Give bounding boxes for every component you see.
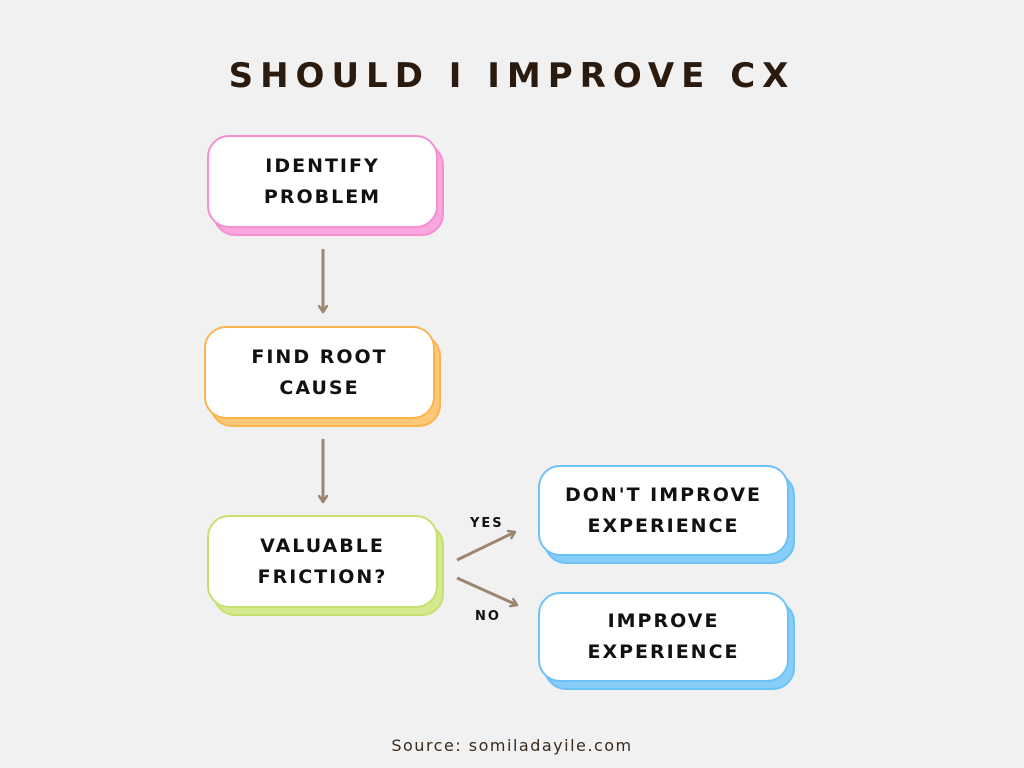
- node-text-line: EXPERIENCE: [587, 514, 740, 537]
- source-credit: Source: somiladayile.com: [391, 736, 633, 755]
- node-text-line: CAUSE: [279, 376, 360, 399]
- node-text-line: IDENTIFY: [265, 154, 380, 177]
- node-text-line: FIND ROOT: [251, 345, 388, 368]
- node-text-line: IMPROVE: [607, 610, 720, 632]
- diagram-title: SHOULD I IMPROVE CX: [228, 56, 796, 96]
- edge-label-yes: YES: [470, 516, 504, 531]
- node-text-line: PROBLEM: [263, 185, 382, 208]
- node-text-line: FRICTION?: [257, 565, 388, 588]
- edge-label-no: NO: [475, 609, 501, 624]
- node-text-line: VALUABLE: [260, 534, 385, 557]
- node-text-line: EXPERIENCE: [587, 641, 740, 663]
- arrow-yes-icon: [456, 532, 515, 562]
- node-text-line: DON'T IMPROVE: [564, 483, 763, 506]
- arrow-no-icon: [456, 576, 517, 605]
